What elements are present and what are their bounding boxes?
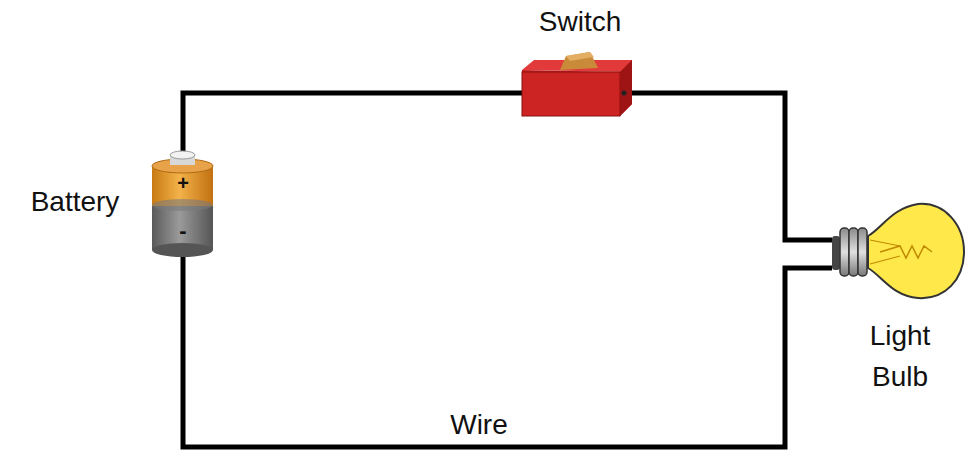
terminal-sign: + [177, 173, 189, 193]
part-label: Light Bulb [860, 316, 940, 397]
terminal-sign: - [179, 220, 186, 242]
part-label: Wire [450, 408, 508, 442]
part-label: Switch [539, 5, 621, 39]
part-label: Battery [31, 185, 120, 219]
battery-symbol [152, 151, 213, 257]
wire [183, 93, 832, 447]
switch-symbol [522, 52, 632, 116]
light-bulb-symbol [832, 204, 964, 298]
